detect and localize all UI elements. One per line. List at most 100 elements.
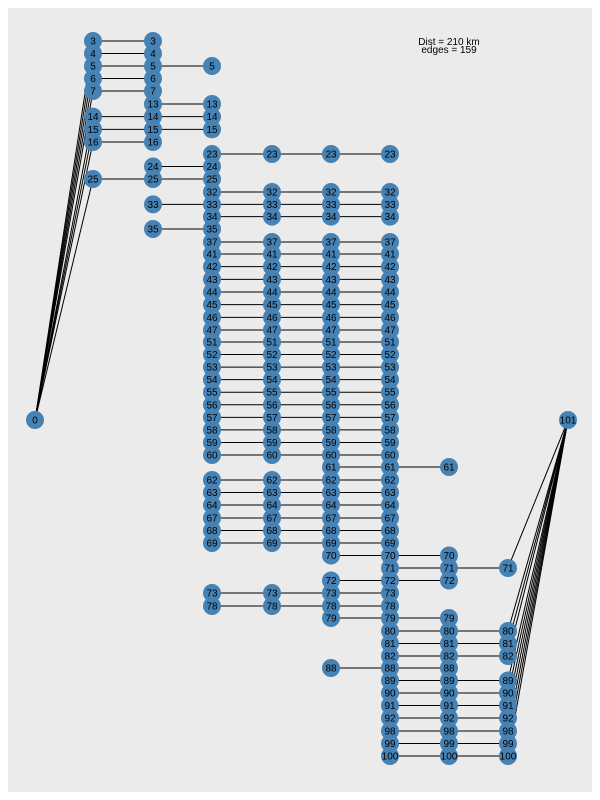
- graph-node-label: 62: [325, 476, 337, 487]
- graph-node-circle: [203, 245, 221, 263]
- graph-node-label: 33: [325, 200, 337, 211]
- graph-node: 23: [203, 145, 221, 163]
- graph-node-circle: [381, 245, 399, 263]
- graph-node: 64: [263, 496, 281, 514]
- graph-node-label: 73: [266, 589, 278, 600]
- graph-node-circle: [263, 145, 281, 163]
- graph-node-circle: [440, 458, 458, 476]
- graph-node: 79: [381, 609, 399, 627]
- graph-node-label: 62: [266, 476, 278, 487]
- graph-node-label: 80: [443, 627, 455, 638]
- graph-node-label: 101: [560, 416, 577, 427]
- graph-node-label: 43: [384, 275, 396, 286]
- graph-node-circle: [263, 345, 281, 364]
- graph-node-label: 56: [266, 400, 278, 411]
- graph-node: 63: [203, 483, 221, 502]
- graph-node-circle: [322, 145, 340, 163]
- graph-node-circle: [381, 747, 399, 765]
- graph-node-circle: [322, 521, 340, 540]
- graph-node: 15: [84, 120, 102, 139]
- graph-node-circle: [84, 82, 102, 100]
- graph-node-label: 47: [325, 326, 337, 337]
- graph-node-label: 25: [147, 175, 159, 186]
- graph-node-label: 7: [90, 87, 96, 98]
- graph-node-label: 89: [384, 676, 396, 687]
- graph-node: 78: [263, 597, 281, 615]
- graph-node: 51: [322, 333, 340, 351]
- graph-node-label: 67: [206, 514, 218, 525]
- graph-node: 73: [263, 584, 281, 602]
- graph-node-circle: [263, 446, 281, 464]
- graph-node-circle: [322, 534, 340, 552]
- graph-node-circle: [263, 483, 281, 502]
- graph-node: 51: [203, 333, 221, 351]
- graph-node-circle: [203, 370, 221, 389]
- graph-node-circle: [381, 145, 399, 163]
- graph-node-label: 32: [206, 188, 218, 199]
- graph-edge-sink: [507, 419, 569, 657]
- graph-node: 99: [440, 734, 458, 753]
- graph-node: 43: [322, 270, 340, 289]
- graph-node-circle: [499, 647, 517, 665]
- graph-node-circle: [381, 458, 399, 476]
- graph-node-label: 82: [384, 652, 396, 663]
- graph-node-circle: [263, 408, 281, 427]
- graph-node: 6: [84, 69, 102, 88]
- graph-node-label: 24: [147, 162, 159, 173]
- graph-node-label: 4: [150, 49, 156, 60]
- graph-node: 53: [381, 358, 399, 377]
- graph-node: 92: [499, 709, 517, 727]
- graph-node: 25: [84, 170, 102, 188]
- graph-node-label: 79: [443, 614, 455, 625]
- graph-node-label: 32: [384, 188, 396, 199]
- graph-node: 23: [263, 145, 281, 163]
- graph-node-circle: [381, 270, 399, 289]
- graph-node-label: 80: [502, 627, 514, 638]
- graph-node: 70: [381, 546, 399, 565]
- graph-node: 80: [499, 622, 517, 640]
- graph-node-circle: [381, 333, 399, 351]
- graph-node-circle: [322, 370, 340, 389]
- graph-node-label: 89: [502, 676, 514, 687]
- graph-node: 67: [322, 509, 340, 527]
- graph-node: 54: [381, 370, 399, 389]
- graph-node: 32: [203, 183, 221, 201]
- graph-node-label: 59: [325, 438, 337, 449]
- graph-node: 34: [203, 207, 221, 226]
- graph-node-circle: [381, 257, 399, 276]
- graph-node-label: 44: [384, 288, 396, 299]
- graph-node-circle: [263, 521, 281, 540]
- graph-node: 57: [381, 408, 399, 427]
- graph-node-circle: [499, 722, 517, 740]
- graph-node-label: 69: [266, 539, 278, 550]
- graph-node-circle: [322, 433, 340, 452]
- graph-node-circle: [263, 509, 281, 527]
- graph-node-circle: [322, 333, 340, 351]
- graph-node-circle: [322, 358, 340, 377]
- graph-node-circle: [144, 57, 162, 75]
- graph-node-label: 67: [384, 514, 396, 525]
- graph-node-label: 90: [502, 689, 514, 700]
- graph-node-circle: [263, 358, 281, 377]
- graph-node-label: 91: [384, 701, 396, 712]
- graph-node-label: 55: [325, 388, 337, 399]
- graph-node-circle: [322, 207, 340, 226]
- graph-node-circle: [499, 634, 517, 653]
- graph-node: 69: [381, 534, 399, 552]
- graph-node-label: 81: [502, 639, 514, 650]
- graph-node-label: 25: [87, 175, 99, 186]
- graph-node: 25: [144, 170, 162, 188]
- graph-node-circle: [322, 283, 340, 301]
- graph-node: 71: [499, 559, 517, 577]
- graph-node: 33: [381, 195, 399, 214]
- graph-node: 4: [144, 44, 162, 63]
- graph-node: 54: [263, 370, 281, 389]
- graph-node-label: 14: [147, 112, 159, 123]
- graph-node-label: 92: [384, 714, 396, 725]
- graph-node-label: 56: [384, 400, 396, 411]
- graph-node-circle: [322, 195, 340, 214]
- graph-node: 41: [381, 245, 399, 263]
- graph-node: 5: [84, 57, 102, 75]
- graph-node-circle: [322, 509, 340, 527]
- graph-node: 33: [144, 195, 162, 214]
